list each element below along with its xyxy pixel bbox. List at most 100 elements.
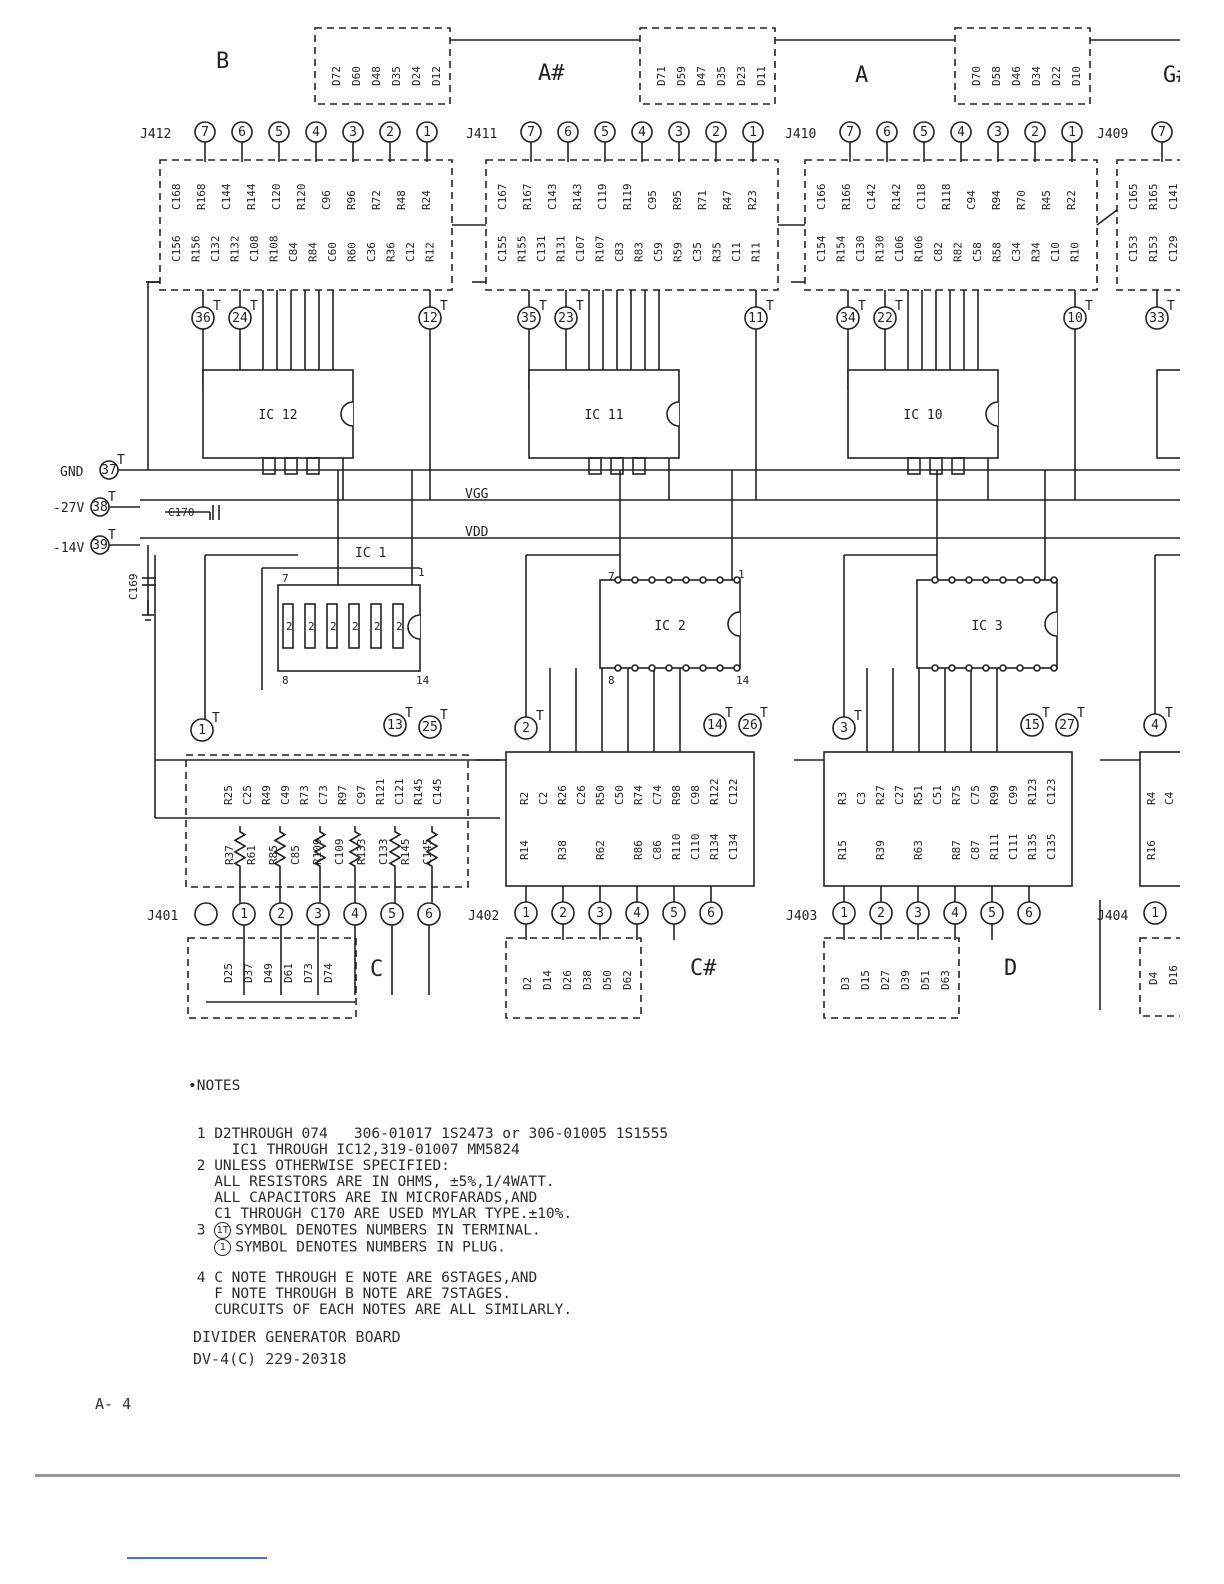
top-stage-1-comp-R24: R24 xyxy=(420,190,433,210)
v27-terminal-number: 38 xyxy=(92,500,108,515)
top-stage-2-term-35 xyxy=(517,306,541,330)
top-stage-3-comp-R154: R154 xyxy=(835,235,848,262)
bottom-stage-1-diode-D73: D73 xyxy=(302,963,315,983)
board-caption: DIVIDER GENERATOR BOARD DV-4(C) 229-2031… xyxy=(193,1326,401,1370)
bottom-stage-1-ic-resistor xyxy=(282,603,294,649)
note-text: ALL RESISTORS ARE IN OHMS, ±5%,1/4WATT. xyxy=(214,1174,555,1190)
top-stage-3-pin-5 xyxy=(913,121,935,143)
bottom-stage-2-pin-1 xyxy=(514,901,538,925)
bottom-stage-1-pin7: 7 xyxy=(282,572,289,585)
bottom-stage-1-pin-2 xyxy=(269,902,293,926)
note-text: IC1 THROUGH IC12,319-01007 MM5824 xyxy=(214,1142,520,1158)
v14-terminal-type: T xyxy=(108,528,116,543)
bottom-stage-2-term-2-type: T xyxy=(536,709,544,724)
bottom-stage-3-diode-D51: D51 xyxy=(919,970,932,990)
top-stage-3-comp-R142: R142 xyxy=(890,184,903,211)
bottom-stage-3-term-3-type: T xyxy=(854,709,862,724)
v27-label: -27V xyxy=(53,501,84,516)
board-code: DV-4(C) 229-20318 xyxy=(193,1350,347,1368)
bottom-stage-1-comp-C121: C121 xyxy=(393,779,406,806)
note-text: SYMBOL DENOTES NUMBERS IN PLUG. xyxy=(235,1239,506,1256)
top-stage-2-comp-C107: C107 xyxy=(574,236,587,263)
bottom-stage-1-pin14: 14 xyxy=(416,674,430,687)
bottom-stage-3-ic-pad xyxy=(965,664,973,672)
top-stage-2-comp-C83: C83 xyxy=(613,242,626,262)
bottom-stage-3-pin-6-number: 6 xyxy=(1025,906,1033,921)
top-stage-1-pin-3-number: 3 xyxy=(349,125,357,140)
bottom-stage-3-diode-D3: D3 xyxy=(839,977,852,990)
bottom-stage-2-comp-R98: R98 xyxy=(670,785,683,805)
top-stage-4-comp-R165: R165 xyxy=(1147,184,1160,211)
top-stage-2-diode-D11: D11 xyxy=(755,66,768,86)
bottom-stage-3-comp-R75: R75 xyxy=(950,785,963,805)
bottom-stage-4-comp-C4: C4 xyxy=(1163,791,1176,805)
top-stage-2-pin-6 xyxy=(557,121,579,143)
bottom-stage-1-resistor xyxy=(273,826,287,872)
bottom-stage-3-ic-pad xyxy=(948,664,956,672)
bottom-stage-2-ic-pad xyxy=(716,664,724,672)
top-stage-1-diode-D24: D24 xyxy=(410,66,423,86)
v27-terminal-type: T xyxy=(108,490,116,505)
top-stage-1-term-12-type: T xyxy=(440,299,448,314)
top-stage-1-comp-R36: R36 xyxy=(385,242,398,262)
bottom-stage-3-ic-pad xyxy=(1016,664,1024,672)
top-stage-1-ic-body-notch xyxy=(340,401,354,427)
top-stage-3-diode-box xyxy=(954,27,1091,105)
notes-header: •NOTES xyxy=(188,1078,241,1094)
bottom-stage-3-comp-C51: C51 xyxy=(931,785,944,805)
note-2-line-4: C1 THROUGH C170 ARE USED MYLAR TYPE.±10%… xyxy=(188,1206,668,1222)
top-stage-1-comp-C168: C168 xyxy=(170,184,183,211)
bottom-stage-2-ic-pad xyxy=(682,664,690,672)
bottom-stage-2-jack: J402 xyxy=(468,909,499,924)
top-stage-4-pin-7 xyxy=(1151,121,1173,143)
top-stage-3-comp-R58: R58 xyxy=(991,242,1004,262)
top-stage-3-pin-6-number: 6 xyxy=(883,125,891,140)
bottom-stage-1-jack: J401 xyxy=(147,909,178,924)
bottom-stage-2-pin-3-number: 3 xyxy=(596,906,604,921)
top-stage-1-term-36-number: 36 xyxy=(195,311,211,326)
top-stage-2-ic-body-notch xyxy=(666,401,680,427)
bottom-stage-1-pin-4-number: 4 xyxy=(351,907,359,922)
bottom-stage-2-comp-C98: C98 xyxy=(689,785,702,805)
bottom-stage-3-comp-R27: R27 xyxy=(874,785,887,805)
top-stage-2-diode-box xyxy=(639,27,776,105)
bottom-stage-3-diode-D63: D63 xyxy=(939,970,952,990)
bottom-stage-3-comp-C27: C27 xyxy=(893,785,906,805)
bottom-stage-3-comp-R123: R123 xyxy=(1026,779,1039,806)
c169-label: C169 xyxy=(127,574,140,601)
bottom-stage-3-comp-C3: C3 xyxy=(855,792,868,805)
bottom-stage-1-pin-3-number: 3 xyxy=(314,907,322,922)
bottom-stage-3-ic-pad xyxy=(982,664,990,672)
top-stage-3-diode-D58: D58 xyxy=(990,66,1003,86)
bottom-stage-4-term-4-type: T xyxy=(1165,706,1173,721)
bottom-stage-2-ic-pad xyxy=(733,576,741,584)
top-stage-3-comp-C106: C106 xyxy=(893,236,906,263)
bottom-stage-2-pin1: 1 xyxy=(738,568,745,581)
top-stage-2-ic-label: IC 11 xyxy=(584,408,623,423)
top-stage-2-pin-2-number: 2 xyxy=(712,125,720,140)
bottom-stage-1-comp-C25: C25 xyxy=(241,785,254,805)
top-stage-4-term-33 xyxy=(1145,306,1169,330)
bottom-stage-2-pin-3 xyxy=(588,901,612,925)
top-stage-1-diode-D48: D48 xyxy=(370,66,383,86)
bottom-stage-3-comp-R15: R15 xyxy=(836,840,849,860)
bottom-stage-1-term-25-type: T xyxy=(440,708,448,723)
top-stage-2-comp-C167: C167 xyxy=(496,184,509,211)
bottom-stage-1-comp-C85: C85 xyxy=(289,845,302,865)
bottom-stage-1-ic-resistor-label: 2 xyxy=(396,620,403,633)
top-stage-2-ic-pin xyxy=(632,457,646,475)
bottom-stage-2-comp-C26: C26 xyxy=(575,785,588,805)
top-stage-2-comp-R167: R167 xyxy=(521,184,534,211)
bottom-stage-1-ic-notch xyxy=(407,614,421,640)
bottom-stage-1-diode-D37: D37 xyxy=(242,963,255,983)
top-stage-3-diode-D70: D70 xyxy=(970,66,983,86)
top-stage-2-comp-R83: R83 xyxy=(633,242,646,262)
top-stage-3-comp-R70: R70 xyxy=(1015,190,1028,210)
top-stage-2-jack: J411 xyxy=(466,127,497,142)
note-1-line-1: 1 D2THROUGH 074 306-01017 1S2473 or 306-… xyxy=(188,1126,668,1142)
bottom-stage-1-jack-ground xyxy=(194,902,218,926)
bottom-stage-1-ic-resistor xyxy=(326,603,338,649)
bottom-stage-3-comp-C99: C99 xyxy=(1007,785,1020,805)
